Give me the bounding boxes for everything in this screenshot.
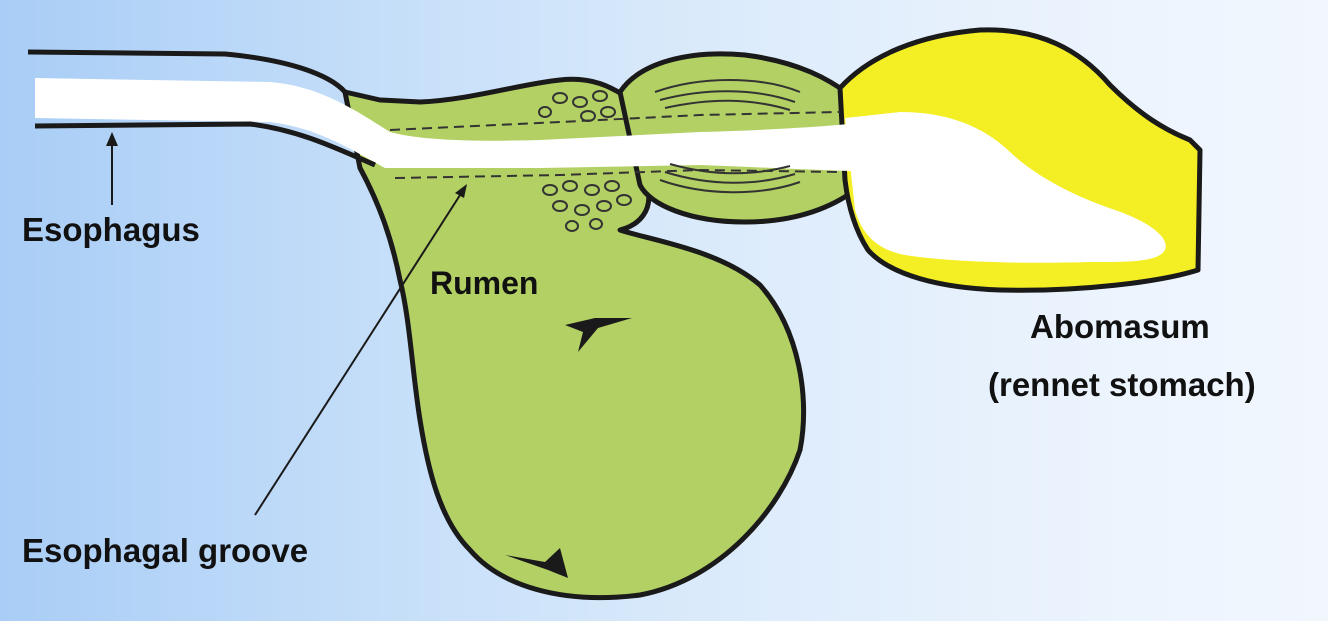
label-esophageal-groove: Esophagal groove — [22, 534, 308, 567]
esophagus-pointer-head — [106, 132, 118, 146]
label-abomasum: Abomasum — [1030, 310, 1210, 343]
label-rumen: Rumen — [430, 267, 538, 299]
label-esophagus: Esophagus — [22, 213, 200, 246]
label-rennet-stomach: (rennet stomach) — [988, 368, 1256, 401]
